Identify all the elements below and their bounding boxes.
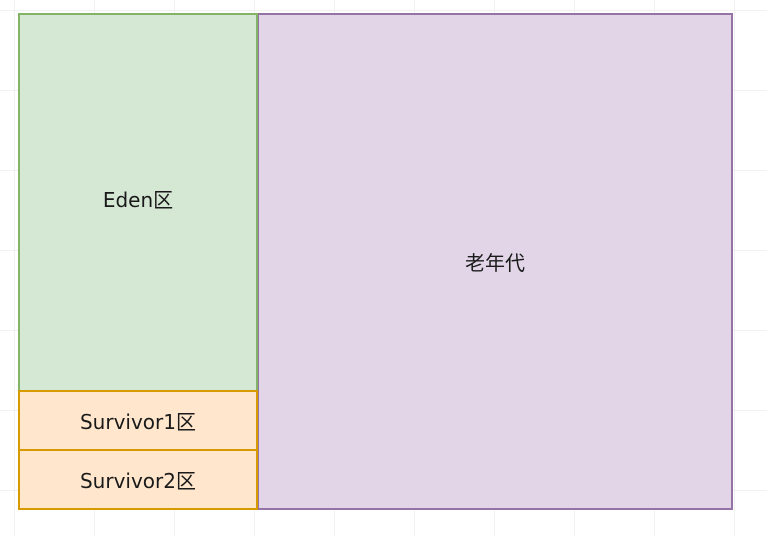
survivor2-region: Survivor2区 <box>18 449 258 510</box>
survivor1-label: Survivor1区 <box>79 410 196 434</box>
old-generation-label: 老年代 <box>465 251 525 275</box>
eden-label: Eden区 <box>102 188 174 212</box>
old-generation-region: 老年代 <box>257 13 733 510</box>
survivor2-label: Survivor2区 <box>79 469 196 493</box>
eden-region: Eden区 <box>18 13 258 392</box>
survivor1-region: Survivor1区 <box>18 390 258 451</box>
